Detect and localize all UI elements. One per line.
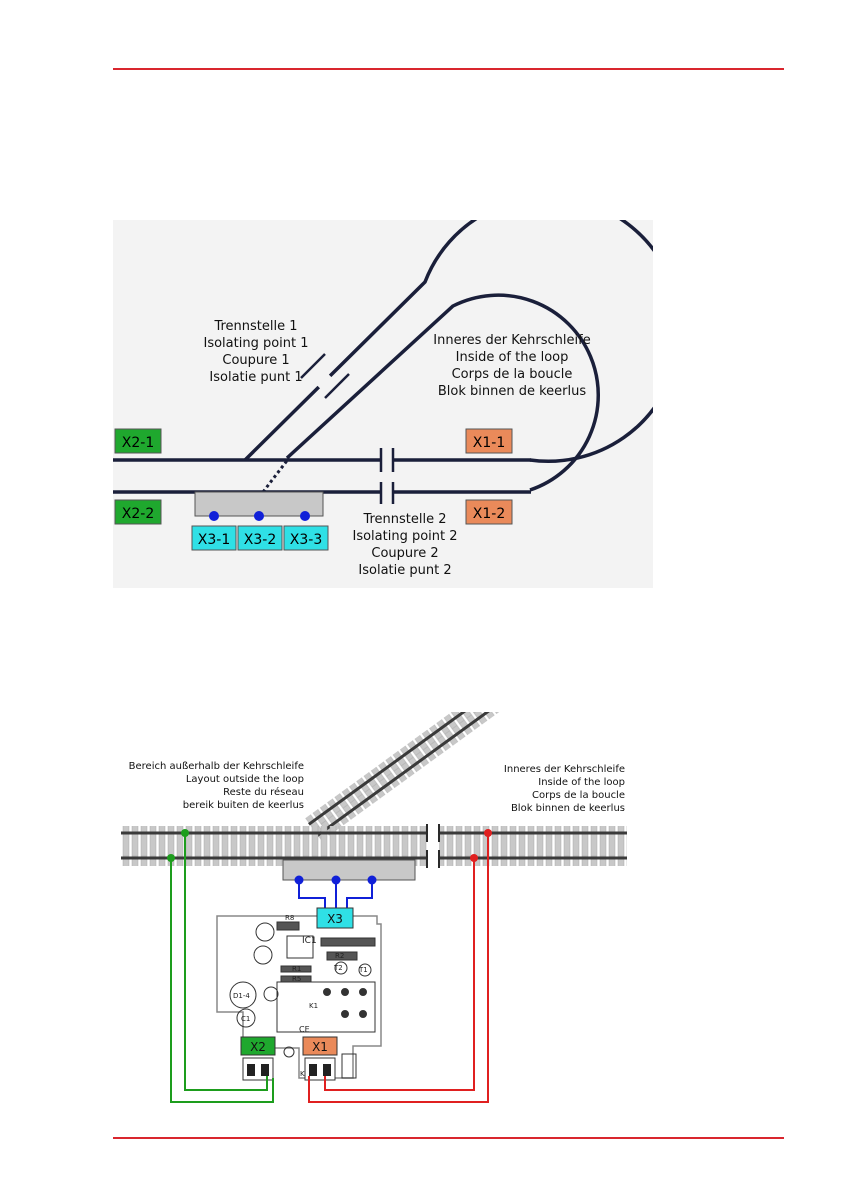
red-contact-top <box>484 829 492 837</box>
label-x1-2-box <box>465 499 513 525</box>
pcb-components <box>229 921 376 1079</box>
pin-x3-1 <box>209 511 219 521</box>
pcb-r1: R1 <box>292 965 301 973</box>
label-x2-2: X2-2 <box>122 506 154 522</box>
inside2-line-1: Inneres der Kehrschleife <box>504 764 625 775</box>
gap1-clear <box>297 354 333 390</box>
label-x2: X2 <box>250 1040 266 1054</box>
trenn1-text: Trennstelle 1 Isolating point 1 Coupure … <box>203 319 308 385</box>
header-rule <box>113 68 784 70</box>
label-x1: X1 <box>312 1040 328 1054</box>
diagonal-track <box>304 671 524 842</box>
loop-inner-rail <box>285 293 601 492</box>
x1-screw-1 <box>309 1064 317 1076</box>
trenn2-line-2: Isolating point 2 <box>352 529 457 544</box>
trenn1-line-4: Isolatie punt 1 <box>209 370 302 385</box>
inside-line-1: Inneres der Kehrschleife <box>433 333 590 348</box>
pin-x3-2 <box>254 511 264 521</box>
trenn1-line-2: Isolating point 1 <box>203 336 308 351</box>
pcb-r2: R2 <box>335 952 344 960</box>
inside-line-2: Inside of the loop <box>456 350 569 365</box>
label-x3: X3 <box>327 912 343 926</box>
outside-text: Bereich außerhalb der Kehrschleife Layou… <box>129 761 304 811</box>
pcb-ce: CE <box>299 1025 310 1034</box>
wiring-diagram: X3 IC1 K1 R8 R1 R5 R2 D1-4 C1 T2 T1 KSM <box>113 671 633 1110</box>
label-x1-2: X1-2 <box>473 506 505 522</box>
x2-screw-1 <box>247 1064 255 1076</box>
green-wire-top <box>184 833 268 1091</box>
label-x3-3: X3-3 <box>290 532 322 548</box>
label-x1-1-box <box>465 428 513 454</box>
inside2-line-3: Corps de la boucle <box>532 790 625 801</box>
x1-screw-2 <box>323 1064 331 1076</box>
inside-line-3: Corps de la boucle <box>452 367 573 382</box>
pin-x3-3 <box>300 511 310 521</box>
pcb-r5: R5 <box>292 975 301 983</box>
label-x1-1: X1-1 <box>473 435 505 451</box>
gap2-clear <box>381 445 393 505</box>
label-x3-3-box <box>283 525 329 551</box>
inside2-line-4: Blok binnen de keerlus <box>511 803 625 814</box>
label-x2-1-box <box>114 428 162 454</box>
switch-motor <box>282 859 416 881</box>
inside-line-4: Blok binnen de keerlus <box>438 384 586 399</box>
green-contact-bottom <box>167 854 175 862</box>
gap-clear <box>427 822 439 870</box>
trenn2-line-1: Trennstelle 2 <box>362 512 446 527</box>
outside-line-3: Reste du réseau <box>223 786 304 798</box>
label-x3-2-box <box>237 525 283 551</box>
wiring-svg: X3 IC1 K1 R8 R1 R5 R2 D1-4 C1 T2 T1 KSM <box>121 671 627 1103</box>
green-contact-top <box>181 829 189 837</box>
schematic-svg: X2-1 X2-2 X1-1 X1-2 X3-1 X3-2 X3-3 Trenn… <box>113 195 682 578</box>
label-x2-2-box <box>114 499 162 525</box>
trenn1-line-1: Trennstelle 1 <box>213 319 297 334</box>
red-wire-bottom <box>324 858 475 1091</box>
label-x1-box <box>302 1036 338 1056</box>
red-contact-bottom <box>470 854 478 862</box>
label-x3-box <box>316 907 354 929</box>
frog-dotted-line <box>261 457 291 493</box>
blue-wire-3 <box>346 880 373 910</box>
trenn2-text: Trennstelle 2 Isolating point 2 Coupure … <box>352 512 457 578</box>
label-x3-1-box <box>191 525 237 551</box>
green-wire-bottom <box>170 858 274 1103</box>
red-wire-top <box>308 833 489 1103</box>
label-x2-box <box>240 1036 276 1056</box>
gap1-bar-a <box>300 353 326 379</box>
pcb-k1: K1 <box>309 1002 318 1010</box>
gap1-bar-b <box>324 373 350 399</box>
trenn2-line-4: Isolatie punt 2 <box>358 563 451 578</box>
outside-line-4: bereik buiten de keerlus <box>183 800 304 811</box>
x2-screw-2 <box>261 1064 269 1076</box>
outside-line-2: Layout outside the loop <box>186 774 304 785</box>
pcb-t2: T2 <box>333 964 343 972</box>
pcb-r8: R8 <box>285 914 294 922</box>
inside-text: Inneres der Kehrschleife Inside of the l… <box>433 333 590 399</box>
label-x3-2: X3-2 <box>244 532 276 548</box>
pcb-d1-4: D1-4 <box>233 992 250 1000</box>
reversing-loop-schematic: X2-1 X2-2 X1-1 X1-2 X3-1 X3-2 X3-3 Trenn… <box>113 195 682 588</box>
pcb-c1: C1 <box>241 1015 250 1023</box>
trenn1-line-3: Coupure 1 <box>222 353 289 368</box>
label-x2-1: X2-1 <box>122 435 154 451</box>
blue-wire-1 <box>298 880 326 910</box>
footer-rule <box>113 1137 784 1139</box>
trenn2-line-3: Coupure 2 <box>371 546 438 561</box>
outside-line-1: Bereich außerhalb der Kehrschleife <box>129 761 304 772</box>
label-x3-1: X3-1 <box>198 532 230 548</box>
inside2-line-2: Inside of the loop <box>538 777 625 788</box>
pcb-ic1: IC1 <box>302 936 317 946</box>
inside-text-2: Inneres der Kehrschleife Inside of the l… <box>504 764 625 814</box>
pcb-t1: T1 <box>358 966 368 974</box>
